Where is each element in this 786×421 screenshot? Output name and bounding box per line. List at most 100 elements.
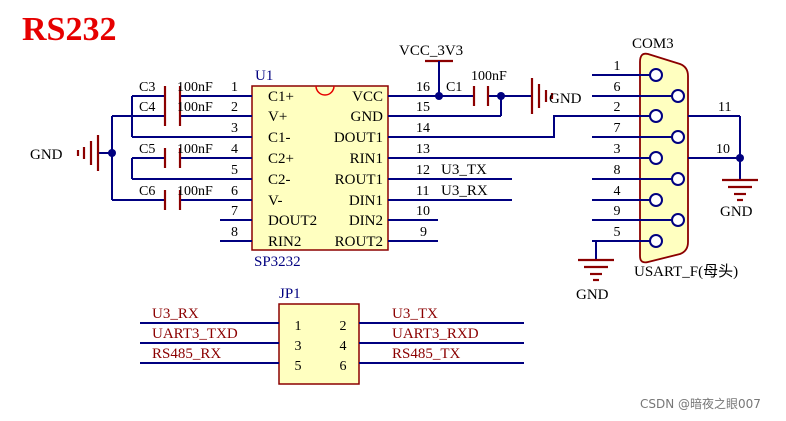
u1-part-number: SP3232 bbox=[254, 254, 301, 270]
com3-designator: COM3 bbox=[632, 36, 674, 52]
u1-pin-num: 4 bbox=[231, 142, 238, 157]
schematic-title: RS232 bbox=[22, 11, 116, 48]
u1-pin1-notch bbox=[315, 85, 335, 96]
jp1-net-label: UART3_TXD bbox=[152, 326, 238, 342]
u1-pin-name: GND bbox=[351, 109, 384, 125]
u1-pin-name: ROUT1 bbox=[335, 172, 383, 188]
gnd-label-left: GND bbox=[30, 147, 63, 163]
com3-pin-num: 8 bbox=[614, 163, 621, 178]
vcc-decoupling: VCC_3V3 C1 100nF GND bbox=[399, 43, 582, 117]
u1-pin-num: 10 bbox=[416, 204, 430, 219]
u1-pin-num: 1 bbox=[231, 80, 238, 95]
u1-pin-num: 3 bbox=[231, 121, 238, 136]
u1-pin-name: V+ bbox=[268, 109, 287, 125]
com3-shell-pin: 10 bbox=[716, 142, 730, 157]
c6-value: 100nF bbox=[177, 184, 213, 199]
jp1-body bbox=[278, 303, 360, 385]
jp1-pin-num: 3 bbox=[295, 339, 302, 354]
u1-body bbox=[251, 85, 389, 251]
com3-pin-num: 7 bbox=[614, 121, 621, 136]
com3-pin-num: 5 bbox=[614, 225, 621, 240]
jp1-net-label: U3_TX bbox=[392, 306, 438, 322]
c1-value: 100nF bbox=[471, 69, 507, 84]
u1-pin-num: 15 bbox=[416, 100, 430, 115]
u1-designator: U1 bbox=[255, 68, 273, 84]
jp1-net-label: RS485_TX bbox=[392, 346, 461, 362]
jp1-pin-num: 1 bbox=[295, 319, 302, 334]
watermark: CSDN @暗夜之眼007 bbox=[640, 396, 761, 411]
jp1-net-label: RS485_RX bbox=[152, 346, 221, 362]
jp1-pin-num: 6 bbox=[340, 359, 347, 374]
gnd-symbol-left bbox=[76, 135, 100, 171]
gnd-symbol-right bbox=[530, 78, 554, 114]
com3-pin-lines bbox=[592, 74, 672, 242]
jp1-pin-num: 4 bbox=[340, 339, 347, 354]
charge-pump-caps: C3 100nF C4 100nF C5 100nF C6 100nF GND bbox=[30, 80, 220, 210]
com3-shell-pin: 11 bbox=[718, 100, 731, 115]
c6-ref: C6 bbox=[139, 184, 155, 199]
com3-part-name: USART_F(母头) bbox=[634, 263, 738, 280]
u1-pin-num: 6 bbox=[231, 184, 238, 199]
u1-pin-name: DIN1 bbox=[349, 193, 383, 209]
gnd-symbol-com3-shell bbox=[722, 178, 758, 202]
junction-dot bbox=[736, 154, 744, 162]
com3-pin-num: 2 bbox=[614, 100, 621, 115]
jp1-jumper-header: JP1 1 3 5 2 4 6 U3_RX UART3_TXD RS485_RX… bbox=[140, 286, 524, 385]
jp1-wires bbox=[140, 322, 524, 364]
u1-pin-num: 9 bbox=[420, 225, 427, 240]
u1-pin-name: C1- bbox=[268, 130, 291, 146]
vcc-label: VCC_3V3 bbox=[399, 43, 463, 59]
com3-shell bbox=[639, 52, 689, 264]
junction-dot bbox=[108, 149, 116, 157]
gnd-label-com3-shell: GND bbox=[720, 204, 753, 220]
com3-pin-num: 9 bbox=[614, 204, 621, 219]
u1-pin-num: 13 bbox=[416, 142, 430, 157]
u1-pin-name: C2+ bbox=[268, 151, 294, 167]
jp1-pin-num: 2 bbox=[340, 319, 347, 334]
c4-value: 100nF bbox=[177, 100, 213, 115]
u1-pin-name: DIN2 bbox=[349, 213, 383, 229]
u1-pin-name: C2- bbox=[268, 172, 291, 188]
gnd-label-com3-pin5: GND bbox=[576, 287, 609, 303]
u1-pin-name: RIN2 bbox=[268, 234, 301, 250]
u1-left-pin-lines bbox=[220, 95, 252, 242]
jp1-pin-num: 5 bbox=[295, 359, 302, 374]
u1-pin-name: C1+ bbox=[268, 89, 294, 105]
u1-pin-num: 11 bbox=[416, 184, 429, 199]
net-label-u3-rx: U3_RX bbox=[441, 183, 488, 199]
c3-ref: C3 bbox=[139, 80, 155, 95]
c4-ref: C4 bbox=[139, 100, 155, 115]
junction-dot bbox=[497, 92, 505, 100]
gnd-symbol-com3-pin5 bbox=[578, 258, 614, 282]
com3-pin-num: 4 bbox=[614, 184, 621, 199]
c3-value: 100nF bbox=[177, 80, 213, 95]
u1-pin-name: DOUT2 bbox=[268, 213, 317, 229]
u1-pin-num: 16 bbox=[416, 80, 430, 95]
com3-pin-num: 1 bbox=[614, 59, 621, 74]
u1-right-pin-lines bbox=[388, 95, 438, 242]
u1-pin-num: 5 bbox=[231, 163, 238, 178]
u1-pin-name: DOUT1 bbox=[334, 130, 383, 146]
u1-pin-name: RIN1 bbox=[350, 151, 383, 167]
com3-pin-sockets bbox=[649, 68, 685, 248]
u1-pin-name: ROUT2 bbox=[335, 234, 383, 250]
com3-pin-num: 3 bbox=[614, 142, 621, 157]
c5-ref: C5 bbox=[139, 142, 155, 157]
u1-pin-num: 2 bbox=[231, 100, 238, 115]
u1-pin-num: 7 bbox=[231, 204, 238, 219]
gnd-label-right: GND bbox=[549, 91, 582, 107]
com3-pin-num: 6 bbox=[614, 80, 621, 95]
jp1-net-label: U3_RX bbox=[152, 306, 199, 322]
jp1-designator: JP1 bbox=[279, 286, 301, 302]
u1-pin-num: 12 bbox=[416, 163, 430, 178]
u1-pin-name: V- bbox=[268, 193, 282, 209]
cap-plates bbox=[163, 86, 182, 210]
jp1-net-label: UART3_RXD bbox=[392, 326, 479, 342]
u1-pin-num: 14 bbox=[416, 121, 430, 136]
u1-pin-num: 8 bbox=[231, 225, 238, 240]
net-label-u3-tx: U3_TX bbox=[441, 162, 487, 178]
u1-pin-name: VCC bbox=[352, 89, 383, 105]
u1-sp3232: U1 SP3232 1 2 3 4 bbox=[220, 68, 438, 270]
